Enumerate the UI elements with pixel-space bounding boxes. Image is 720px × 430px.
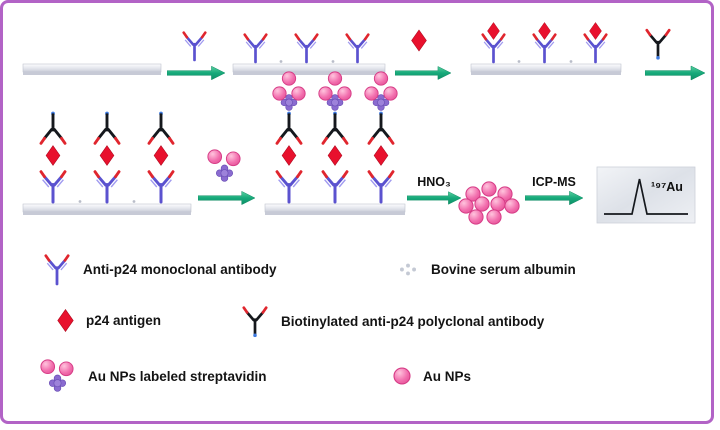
capture-antibody-icon (275, 170, 303, 204)
antibody-coated-plate (232, 33, 386, 75)
bsa-dot (331, 60, 335, 63)
aunp-icon (481, 181, 497, 197)
icpms-peak-chart: ¹⁹⁷Au (596, 166, 696, 224)
legend-item-bsa: Bovine serum albumin (397, 261, 576, 278)
aunp-icon (393, 367, 411, 385)
aunp-icon (458, 198, 474, 214)
strep-aunp-icon (208, 150, 240, 181)
icpms-label: ICP-MS (532, 175, 576, 189)
aunp-icon (327, 71, 343, 86)
legend-label-bsa: Bovine serum albumin (431, 262, 576, 277)
assay-scheme: HNO₃ ICP-MS ¹⁹⁷Au (22, 22, 705, 225)
legend-label-aunp: Au NPs (423, 368, 472, 384)
detection-antibody-icon (241, 305, 269, 338)
aunp-icon (486, 209, 502, 225)
legend-label-strep-aunp: Au NPs labeled streptavidin (88, 369, 267, 384)
icpms-arrow (525, 190, 583, 206)
signal-peak (604, 178, 688, 215)
antigen-icon (57, 309, 74, 332)
blank-plate (22, 63, 162, 75)
bsa-dot (132, 200, 136, 203)
detection-antibody-icon (645, 28, 671, 60)
aunp-icon (373, 71, 389, 86)
detection-antibody-icon (93, 111, 121, 145)
hno3-label: HNO₃ (417, 175, 451, 189)
capture-antibody-icon (367, 170, 395, 204)
aunp-cluster (458, 181, 520, 225)
legend-label-monoclonal-antibody: Anti-p24 monoclonal antibody (83, 262, 277, 277)
antigen-icon (153, 145, 169, 166)
capture-antibody-icon (93, 170, 121, 204)
aunp-icon (383, 86, 398, 101)
legend-label-antigen: p24 antigen (86, 313, 162, 328)
aunp-icon (490, 196, 506, 212)
antigen-icon (45, 145, 61, 166)
legend-label-polyclonal-antibody: Biotinylated anti-p24 polyclonal antibod… (281, 314, 545, 329)
aunp-icon (474, 196, 490, 212)
aunp-icon (468, 209, 484, 225)
aunp-icon (281, 71, 297, 86)
aunp-icon (318, 86, 333, 101)
legend-item-antigen: p24 antigen (57, 309, 161, 332)
capture-antibody-icon (294, 33, 319, 64)
bsa-dot (517, 60, 521, 63)
strep-aunp-icon (39, 359, 76, 394)
full-assembly-plate (264, 71, 406, 215)
antigen-icon (281, 145, 297, 166)
aunp-icon (504, 198, 520, 214)
aunp-icon (272, 86, 287, 101)
figure-frame: HNO₃ ICP-MS ¹⁹⁷Au Anti-p24 monoclona (0, 0, 714, 424)
antigen-bound-plate (470, 22, 622, 75)
detection-antibody-icon (275, 111, 303, 145)
capture-antibody-icon (345, 33, 370, 64)
capture-antibody-icon (39, 170, 67, 204)
antigen-icon (373, 145, 389, 166)
capture-antibody-icon (243, 33, 268, 64)
capture-antibody-icon (182, 31, 207, 62)
antigen-icon (487, 22, 500, 40)
legend-item-aunp: Au NPs (393, 367, 471, 385)
capture-antibody-icon (321, 170, 349, 204)
detection-antibody-icon (367, 111, 395, 145)
bsa-dot (279, 60, 283, 63)
hno3-arrow (407, 191, 461, 205)
coating-arrow (167, 65, 225, 81)
aunp-icon (291, 86, 306, 101)
antigen-icon (99, 145, 115, 166)
bsa-icon (397, 261, 419, 278)
sandwich-plate (22, 111, 192, 215)
bsa-dot (569, 60, 573, 63)
aunp-icon (337, 86, 352, 101)
capture-antibody-icon (43, 253, 71, 286)
detection-arrow (645, 65, 705, 81)
legend-item-strep-aunp: Au NPs labeled streptavidin (39, 359, 267, 394)
detection-antibody-icon (39, 111, 67, 145)
peak-label: ¹⁹⁷Au (651, 180, 683, 194)
antigen-icon (327, 145, 343, 166)
legend-item-monoclonal-antibody: Anti-p24 monoclonal antibody (43, 253, 277, 286)
legend-item-polyclonal-antibody: Biotinylated anti-p24 polyclonal antibod… (241, 305, 544, 338)
antigen-icon (538, 22, 551, 40)
antigen-icon (411, 29, 427, 52)
strep-arrow (198, 191, 255, 205)
bsa-dot (78, 200, 82, 203)
aunp-icon (364, 86, 379, 101)
antigen-icon (589, 22, 602, 40)
antigen-arrow (395, 66, 451, 80)
detection-antibody-icon (147, 111, 175, 145)
detection-antibody-icon (321, 111, 349, 145)
capture-antibody-icon (147, 170, 175, 204)
